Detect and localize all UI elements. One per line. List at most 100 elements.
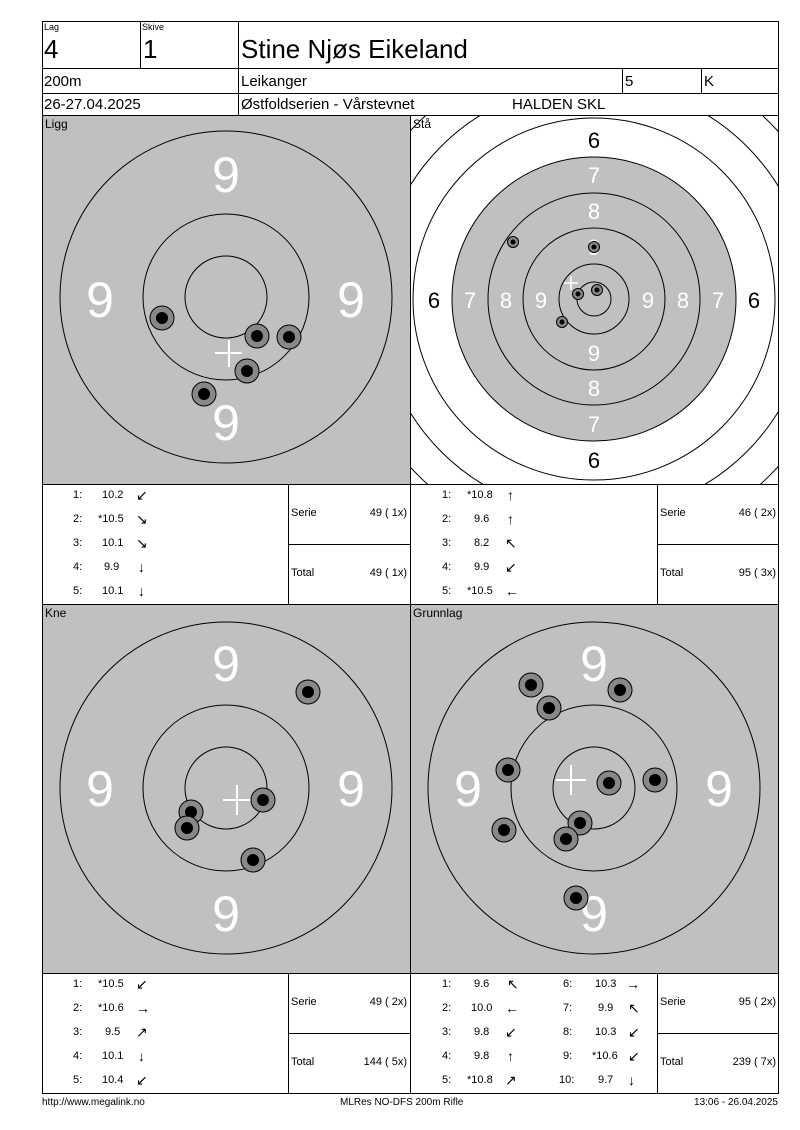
ring-number-9-left: 9 [535,288,547,313]
ring-7 [451,156,737,442]
lag-label: Lag [44,22,60,32]
total-label: Total [291,567,315,579]
ring-8 [427,621,761,955]
target-grunnlag-background [411,605,778,973]
direction-arrow-icon: ↑ [507,1048,514,1064]
direction-arrow-icon: ↙ [628,1024,640,1040]
shot-mark [556,316,568,328]
shooter-name: Stine Njøs Eikeland [241,34,468,64]
direction-arrow-icon: ↖ [505,535,517,551]
total-value: 239 ( 7x) [732,1056,776,1068]
direction-arrow-icon: ← [505,1000,519,1016]
ring-number-9-bottom: 9 [588,341,600,366]
skive-label: Skive [142,22,165,32]
shot-mark [596,770,622,796]
target-title-grunnlag: Grunnlag [413,606,462,620]
ring-9 [142,213,310,381]
shot-mark [588,241,600,253]
target-ligg-background [43,116,410,484]
shot-mark [536,695,562,721]
ring-number-7-left: 7 [464,288,476,313]
direction-arrow-icon: ↑ [507,511,514,527]
ring-number-9-top: 9 [580,636,608,692]
target-title-ligg: Ligg [45,117,68,131]
total-label: Total [660,1056,684,1068]
ring-number-6-top: 6 [588,128,600,153]
direction-arrow-icon: ↓ [628,1072,635,1088]
total-value: 144 ( 5x) [363,1056,407,1068]
shot-mark [563,885,589,911]
shot-mark [244,323,270,349]
direction-arrow-icon: ↗ [505,1072,517,1088]
skive-value: 1 [143,34,158,64]
ring-number-9-bottom: 9 [212,395,240,451]
direction-arrow-icon: ↙ [136,976,148,992]
footer-timestamp: 13:06 - 26.04.2025 [694,1097,778,1108]
shot-mark [174,815,200,841]
target-title-kne: Kne [45,606,67,620]
shot-mark [191,381,217,407]
date: 26-27.04.2025 [44,96,141,113]
serie-value: 46 ( 2x) [738,507,776,519]
direction-arrow-icon: ↓ [138,583,145,599]
ring-8 [59,130,393,464]
direction-arrow-icon: ↙ [628,1048,640,1064]
target-ligg: 9 9 9 9 Ligg [43,116,410,484]
venue: HALDEN SKL [512,96,606,113]
ring-6 [412,117,776,481]
ring-10 [184,746,268,830]
ring-number-6-right: 6 [748,288,760,313]
serie-label: Serie [660,996,686,1008]
direction-arrow-icon: ↑ [507,487,514,503]
ring-10 [552,746,636,830]
footer-url[interactable]: http://www.megalink.no [42,1097,145,1108]
shot-mark [607,677,633,703]
ring-number-9-right: 9 [337,761,365,817]
ring-number-7-top: 7 [588,163,600,188]
direction-arrow-icon: ↙ [505,1024,517,1040]
ring-number-7-bottom: 7 [588,412,600,437]
ring-9 [142,704,310,872]
shot-mark [572,288,584,300]
class-number: 5 [625,73,634,90]
direction-arrow-icon: ↖ [628,1000,640,1016]
distance: 200m [44,73,82,90]
total-label: Total [660,567,684,579]
ring-number-9-left: 9 [86,761,114,817]
club: Leikanger [241,73,307,90]
shot-mark [567,810,593,836]
shot-mark [591,284,603,296]
ring-8 [487,192,701,406]
ring-number-6-left: 6 [428,288,440,313]
total-value: 95 ( 3x) [738,567,776,579]
target-kne-background [43,605,410,973]
serie-value: 49 ( 1x) [369,507,407,519]
shot-mark [491,817,517,843]
direction-arrow-icon: ↙ [136,487,148,503]
shot-mark [149,305,175,331]
direction-arrow-icon: ← [505,583,519,599]
shot-mark [234,358,260,384]
ring-number-7-right: 7 [712,288,724,313]
direction-arrow-icon: → [626,976,640,992]
ring-number-8-left: 8 [500,288,512,313]
ring-10 [558,263,630,335]
ring-9 [522,227,666,371]
target-kne: 9 9 9 9 Kne [43,605,410,973]
direction-arrow-icon: ↘ [136,535,148,551]
total-label: Total [291,1056,315,1068]
shot-mark [250,787,276,813]
shot-mark [553,826,579,852]
footer-program: MLRes NO-DFS 200m Rifle [340,1097,464,1108]
class-code: K [704,73,715,90]
ring-number-6-bottom: 6 [588,448,600,473]
target-staa: 6 6 6 6 7 7 7 7 8 8 8 8 9 9 9 9 Stå [411,116,778,484]
ring-number-9-bottom: 9 [212,886,240,942]
ring-10 [184,255,268,339]
direction-arrow-icon: ↓ [138,1048,145,1064]
event-name: Østfoldserien - Vårstevnet [241,96,415,113]
shot-mark [276,324,302,350]
ring-number-9-left: 9 [86,272,114,328]
target-title-staa: Stå [413,117,431,131]
direction-arrow-icon: ↙ [136,1072,148,1088]
